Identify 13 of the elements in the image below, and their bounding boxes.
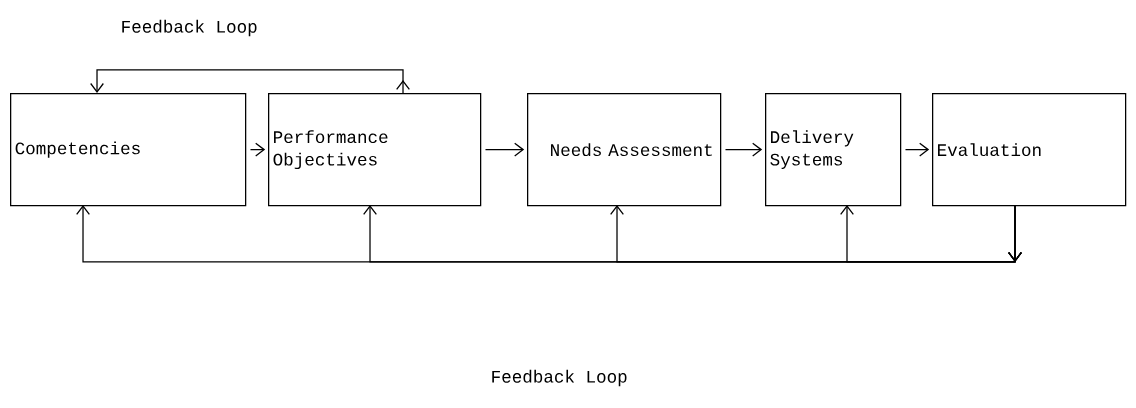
loop-label: Feedback Loop (122, 19, 257, 37)
loop-label: Feedback Loop (492, 369, 627, 387)
arrow (249, 142, 266, 157)
arrow (484, 142, 525, 157)
feedback-arrow (840, 204, 1022, 263)
process-box: Needs Assessment (527, 93, 722, 207)
feedback-arrow (90, 69, 410, 94)
process-box: Competencies (10, 93, 247, 207)
process-box: Delivery Systems (765, 93, 902, 207)
arrow (904, 142, 930, 157)
arrow (724, 142, 763, 157)
process-box: Performance Objectives (268, 93, 482, 207)
process-box: Evaluation (932, 93, 1127, 207)
